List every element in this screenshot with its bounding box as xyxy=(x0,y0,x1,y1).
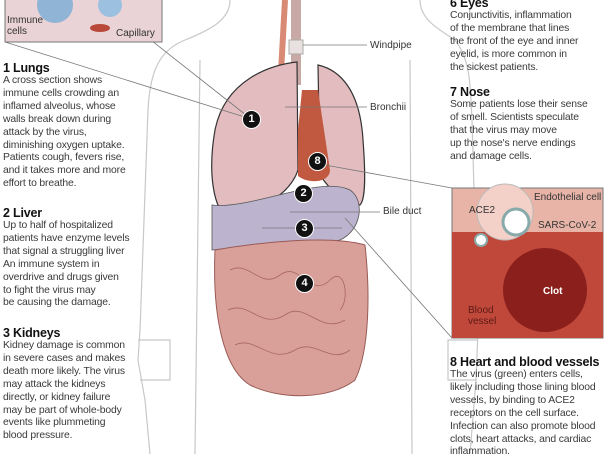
section-body-line: inflammation. xyxy=(450,446,510,458)
immune-cells-label-line: Immune xyxy=(7,15,44,26)
bile-duct-label: Bile duct xyxy=(383,206,422,217)
marker-intestines: 4 xyxy=(295,274,314,293)
section-body-line: and damage cells. xyxy=(450,150,532,162)
section-body-line: the sickest patients. xyxy=(450,61,539,73)
blood-vessel-inset xyxy=(451,183,604,339)
section-title: 7 Nose xyxy=(450,85,490,99)
section-body-line: diminishing oxygen uptake. xyxy=(3,139,125,151)
section-body-line: that signal a struggling liver xyxy=(3,245,125,257)
immune-cells-label: Immune cells xyxy=(7,15,43,37)
section-title: 2 Liver xyxy=(3,206,42,220)
section-body-line: Kidney damage is common xyxy=(3,340,125,351)
alveolus-inset xyxy=(4,0,163,43)
section-body-line: up the nose's nerve endings xyxy=(450,137,576,149)
section-body-line: A cross section shows xyxy=(3,75,103,86)
section-body-line: clots, heart attacks, and cardiac xyxy=(450,433,592,445)
section-body-line: of the membrane that lines xyxy=(450,22,570,34)
intestines xyxy=(214,239,369,397)
clot-label: Clot xyxy=(543,286,563,297)
endothelial-cell-label: Endothelial cell xyxy=(534,192,602,203)
ace2-label: ACE2 xyxy=(469,205,496,216)
section-body-line: patients have enzyme levels xyxy=(3,232,130,244)
section-body-line: inflamed alveolus, whose xyxy=(3,100,116,112)
section-body-line: eyelid, is more common in xyxy=(450,48,567,60)
blood-vessel-label-line: vessel xyxy=(468,316,497,327)
sars-cov-2-label: SARS-CoV-2 xyxy=(538,220,597,231)
windpipe-label: Windpipe xyxy=(370,40,412,51)
section-body-line: to fight the virus may xyxy=(3,284,96,296)
section-body-line: may be part of whole-body xyxy=(3,404,122,416)
section-title: 1 Lungs xyxy=(3,61,50,75)
section-body-line: Some patients lose their sense xyxy=(450,99,588,110)
section-body-line: be causing the damage. xyxy=(3,297,111,309)
marker-kidneys: 3 xyxy=(295,219,314,238)
section-body-line: immune cells crowding an xyxy=(3,87,119,99)
section-body-line: of smell. Scientists speculate xyxy=(450,111,579,123)
capillary-label: Capillary xyxy=(116,28,155,39)
section-body-line: the front of the eye and inner xyxy=(450,35,579,47)
section-body-line: overdrive and drugs given xyxy=(3,271,119,283)
blood-vessel-label: Blood vessel xyxy=(468,305,496,327)
section-body-line: in severe cases and makes xyxy=(3,352,126,364)
section-title: 6 Eyes xyxy=(450,0,489,10)
immune-cells-label-line: cells xyxy=(7,26,28,37)
section-body-line: walls break down during xyxy=(3,113,112,125)
section-body-line: blood pressure. xyxy=(3,430,73,442)
section-body-line: Patients cough, fevers rise, xyxy=(3,152,125,164)
blood-vessel-label-line: Blood xyxy=(468,305,494,316)
section-body-line: vessels, by binding to ACE2 xyxy=(450,394,575,406)
section-body-line: Infection can also promote blood xyxy=(450,420,596,432)
section-body-line: attack by the virus, xyxy=(3,126,87,138)
section-body-line: that the virus may move xyxy=(450,124,557,136)
section-body-line: events like plummeting xyxy=(3,417,106,429)
bronchii-label: Bronchii xyxy=(370,102,407,113)
section-body-line: Conjunctivitis, inflammation xyxy=(450,10,572,21)
section-body-line: likely including those lining blood xyxy=(450,381,596,393)
section-body-line: death more likely. The virus xyxy=(3,365,125,377)
section-body-line: receptors on the cell surface. xyxy=(450,407,579,419)
section-body-line: directly, or kidney failure xyxy=(3,391,111,403)
section-body-line: may attack the kidneys xyxy=(3,378,106,390)
section-title: 3 Kidneys xyxy=(3,326,61,340)
body-outline xyxy=(137,0,479,454)
marker-lungs: 1 xyxy=(242,110,261,129)
section-body-line: effort to breathe. xyxy=(3,178,77,190)
section-body-line: Up to half of hospitalized xyxy=(3,220,113,231)
section-body-line: and it takes more and more xyxy=(3,165,126,177)
section-title: 8 Heart and blood vessels xyxy=(450,355,600,369)
lung-left xyxy=(317,64,366,206)
section-body-line: An immune system in xyxy=(3,258,100,270)
marker-liver: 2 xyxy=(294,184,313,203)
marker-heart: 8 xyxy=(308,152,327,171)
section-body-line: The virus (green) enters cells, xyxy=(450,369,583,380)
